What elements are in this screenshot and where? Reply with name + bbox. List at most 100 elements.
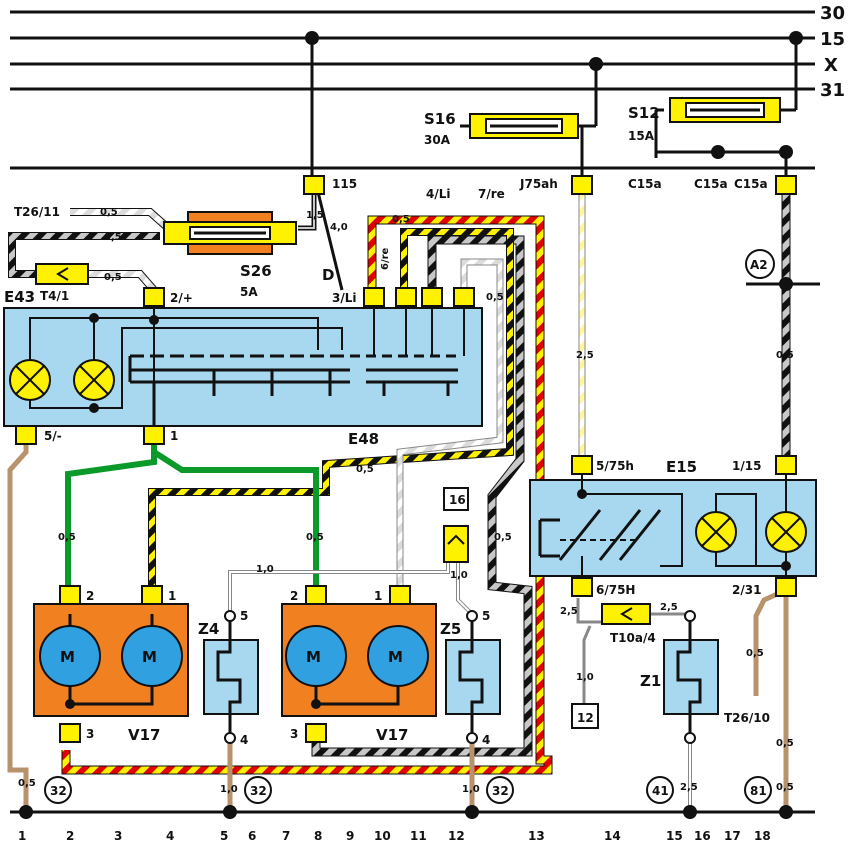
supply-rails: 30 15 X 31 [10, 3, 845, 814]
svg-text:13: 13 [528, 829, 545, 843]
svg-text:1,0: 1,0 [576, 672, 594, 683]
connector-t26-10: T26/10 [724, 711, 770, 725]
connector-t4-1: T4/1 [40, 289, 69, 303]
svg-text:11: 11 [410, 829, 427, 843]
component-e15: E15 5/75h 1/15 6/75H 2/31 [529, 455, 817, 597]
box-12: 12 [577, 711, 594, 725]
connector-t10a4-group: T10a/4 T26/10 [601, 603, 770, 725]
rail-label-15: 15 [820, 29, 845, 50]
connector-c15a-3: C15a [734, 177, 768, 191]
ground-ref-32: 32 [50, 784, 67, 798]
svg-text:0,5: 0,5 [58, 532, 76, 543]
svg-text:16: 16 [694, 829, 711, 843]
svg-text:4,0: 4,0 [330, 222, 348, 233]
svg-text:0,5: 0,5 [486, 292, 504, 303]
connector-a2: A2 [750, 258, 768, 272]
svg-text:1,0: 1,0 [256, 564, 274, 575]
connector-e15-1-15: 1/15 [732, 459, 761, 473]
ground-references: 32 32 32 41 81 [19, 776, 793, 819]
fuse-s16-rating: 30A [424, 133, 451, 147]
connector-c15a-1: C15a [628, 177, 662, 191]
svg-text:15: 15 [666, 829, 683, 843]
component-v17-left: M M 2 1 3 V17 [33, 585, 189, 744]
pin-v17b-2: 2 [290, 589, 298, 603]
connector-e15-2-31: 2/31 [732, 583, 761, 597]
ground-ref-32: 32 [250, 784, 267, 798]
pin-z4-5: 5 [240, 609, 248, 623]
svg-text:2,5: 2,5 [660, 602, 678, 613]
pin-v17a-3: 3 [86, 727, 94, 741]
svg-text:2: 2 [66, 829, 74, 843]
fuse-s26-rating: 5A [240, 285, 258, 299]
component-z1: Z1 [640, 610, 719, 744]
svg-text:0,5: 0,5 [392, 214, 410, 225]
wire-size-labels: 0,5 0,5 0,5 1,5 4,0 0,5 0,5 2,5 0,5 0,5 … [18, 207, 794, 795]
svg-text:0,5: 0,5 [746, 648, 764, 659]
svg-text:2,5: 2,5 [576, 350, 594, 361]
panel-e43-e48: E43 E48 [3, 288, 483, 448]
svg-text:4: 4 [166, 829, 174, 843]
connector-e48-6re: 6/re [380, 247, 391, 270]
connector-115: 115 [332, 177, 357, 191]
connector-d: D [322, 266, 334, 284]
connector-e48-7re: 7/re [478, 187, 505, 201]
connector-t10a-4: T10a/4 [610, 631, 656, 645]
connector-e15-5-75h: 5/75h [596, 459, 634, 473]
motor-symbol: M [306, 648, 321, 666]
svg-text:0,5: 0,5 [18, 778, 36, 789]
wires [7, 191, 791, 812]
svg-text:0,5: 0,5 [356, 464, 374, 475]
connector-t26-11: T26/11 [14, 205, 60, 219]
svg-text:7: 7 [282, 829, 290, 843]
svg-text:17: 17 [724, 829, 741, 843]
ground-ref-81: 81 [750, 784, 767, 798]
svg-text:1,0: 1,0 [462, 784, 480, 795]
svg-text:2,5: 2,5 [680, 782, 698, 793]
component-e43-label: E43 [4, 288, 35, 306]
reference-boxes: 16 12 [443, 487, 599, 729]
svg-text:5: 5 [220, 829, 228, 843]
svg-text:3: 3 [114, 829, 122, 843]
svg-text:14: 14 [604, 829, 621, 843]
component-z5-label: Z5 [440, 620, 461, 638]
component-v17-left-label: V17 [128, 726, 160, 744]
svg-text:9: 9 [346, 829, 354, 843]
svg-text:0,5: 0,5 [100, 207, 118, 218]
svg-text:10: 10 [374, 829, 391, 843]
connector-e43-1: 1 [170, 429, 178, 443]
svg-text:0,5: 0,5 [104, 272, 122, 283]
connectors-top: 115 J75ah C15a C15a C15a T26/11 T4/1 D A… [14, 175, 820, 303]
fuse-s16: S16 30A [424, 110, 579, 147]
connector-e48-4li: 4/Li [426, 187, 451, 201]
pin-v17a-1: 1 [168, 589, 176, 603]
svg-text:2,5: 2,5 [560, 606, 578, 617]
connector-e48-3li: 3/Li [332, 291, 357, 305]
component-z4-label: Z4 [198, 620, 219, 638]
ground-ref-32: 32 [492, 784, 509, 798]
connector-e43-2-plus: 2/+ [170, 291, 193, 305]
svg-text:1,5: 1,5 [306, 210, 324, 221]
supply-taps [305, 31, 803, 176]
fuse-s26-label: S26 [240, 262, 272, 280]
rail-label-30: 30 [820, 3, 845, 24]
ground-ref-41: 41 [652, 784, 669, 798]
component-z4: 5 4 Z4 [198, 609, 259, 747]
pin-v17b-1: 1 [374, 589, 382, 603]
connectors-e43-e48: 2/+ 5/- 1 3/Li 6/re 4/Li 7/re [15, 187, 505, 445]
svg-text:0,5: 0,5 [306, 532, 324, 543]
svg-text:0,5: 0,5 [776, 350, 794, 361]
pin-z5-4: 4 [482, 733, 490, 747]
rail-label-31: 31 [820, 80, 845, 101]
svg-text:0,5: 0,5 [494, 532, 512, 543]
component-v17-right-label: V17 [376, 726, 408, 744]
pin-z5-5: 5 [482, 609, 490, 623]
connector-e15-6-75h: 6/75H [596, 583, 635, 597]
pin-z4-4: 4 [240, 733, 248, 747]
fuse-s12-label: S12 [628, 104, 660, 122]
motor-symbol: M [388, 648, 403, 666]
fuse-s16-label: S16 [424, 110, 456, 128]
fuse-s26: S26 5A [163, 211, 297, 299]
svg-text:0,5: 0,5 [776, 738, 794, 749]
